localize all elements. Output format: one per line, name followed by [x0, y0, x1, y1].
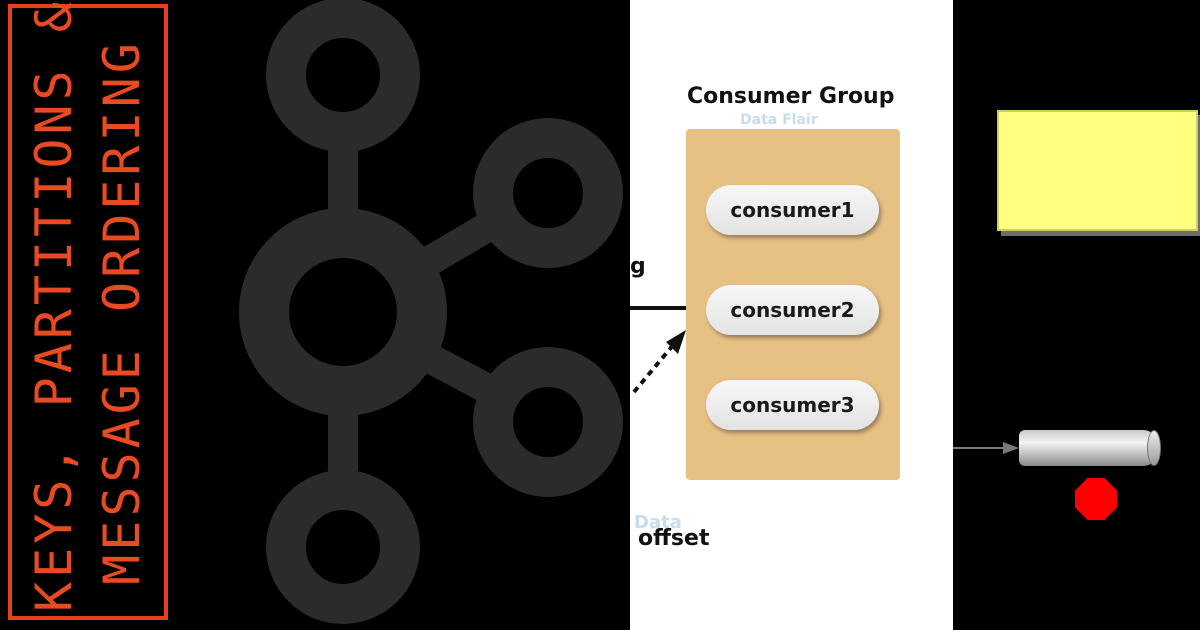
cylinder-icon — [1019, 430, 1161, 466]
kafka-logo-icon — [239, 0, 623, 624]
logo-node-lower-right — [473, 347, 623, 497]
logo-panel — [220, 0, 630, 630]
yellow-box — [997, 110, 1198, 231]
dashed-connector — [632, 342, 676, 394]
connector-arrows — [630, 306, 686, 394]
offset-label: offset — [638, 526, 710, 551]
logo-node-top — [266, 0, 420, 152]
watermark-top: Data Flair — [740, 112, 818, 128]
watermark-bottom: Data — [634, 512, 682, 533]
dashed-arrowhead-icon — [666, 330, 686, 354]
partial-label: g — [630, 254, 646, 279]
title-text: KEYS, PARTITIONS & MESSAGE ORDERING — [20, 0, 156, 612]
red-octagon-icon — [1075, 478, 1117, 520]
consumer-3: consumer3 — [706, 380, 879, 430]
consumer-group-label: Consumer Group — [687, 84, 895, 109]
right-panel — [953, 0, 1200, 630]
title-line-1: KEYS, PARTITIONS & — [25, 0, 83, 612]
arrow-head-icon — [1003, 442, 1019, 454]
cylinder-end — [1147, 430, 1161, 466]
title-line-2: MESSAGE ORDERING — [93, 39, 151, 585]
consumer-1: consumer1 — [706, 185, 879, 235]
title-panel: KEYS, PARTITIONS & MESSAGE ORDERING — [0, 0, 220, 630]
consumer-group-box: consumer1 consumer2 consumer3 — [686, 129, 900, 480]
consumer-2: consumer2 — [706, 285, 879, 335]
logo-node-center — [239, 208, 447, 416]
arrow-graphic — [953, 442, 1019, 454]
logo-node-bottom — [266, 470, 420, 624]
title-frame: KEYS, PARTITIONS & MESSAGE ORDERING — [8, 0, 168, 620]
logo-node-upper-right — [473, 118, 623, 268]
diagram-panel: Consumer Group Data Flair consumer1 cons… — [630, 0, 953, 630]
